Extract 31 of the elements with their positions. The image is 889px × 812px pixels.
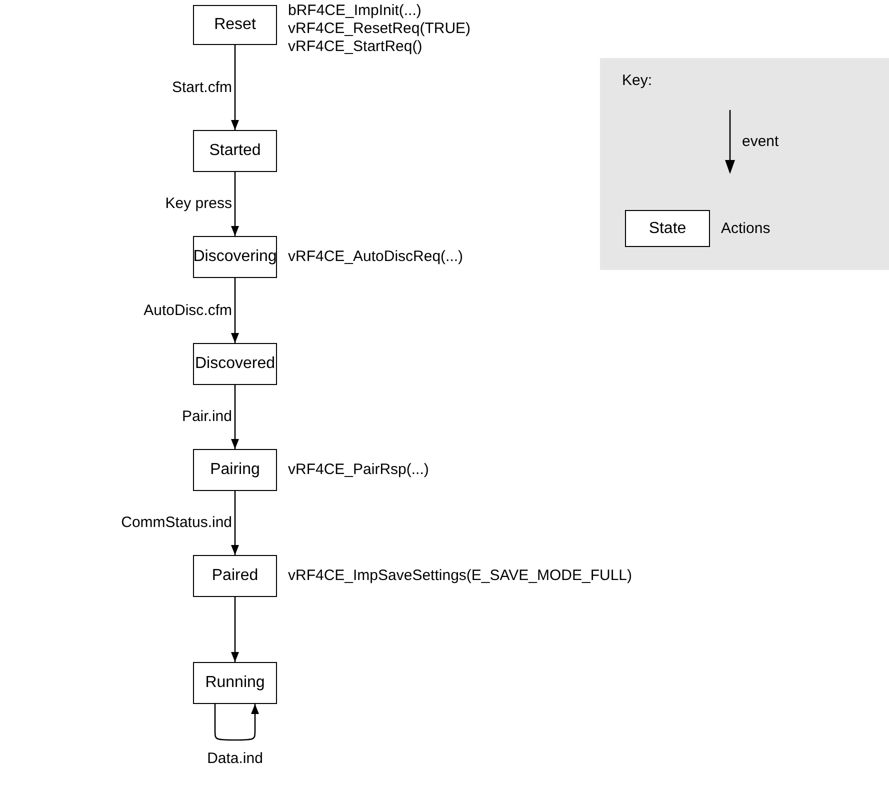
transition-arrow — [231, 491, 239, 555]
key-panel — [600, 58, 889, 270]
action-text: Actions — [721, 220, 770, 238]
event-label: CommStatus.ind — [121, 514, 232, 532]
transition-arrow — [231, 385, 239, 449]
action-text: vRF4CE_PairRsp(...) — [288, 461, 429, 479]
state-box: State — [625, 210, 710, 247]
key-event-text: event — [742, 133, 779, 151]
action-text: bRF4CE_ImpInit(...) — [288, 2, 422, 20]
transition-arrow — [231, 597, 239, 662]
state-box: Reset — [193, 5, 277, 45]
transition-arrow — [231, 278, 239, 343]
event-label: Data.ind — [207, 750, 263, 768]
action-text: vRF4CE_ImpSaveSettings(E_SAVE_MODE_FULL) — [288, 567, 632, 585]
state-box: Started — [193, 130, 277, 172]
state-box: Pairing — [193, 449, 277, 491]
event-label: Pair.ind — [182, 408, 232, 426]
action-text: vRF4CE_AutoDiscReq(...) — [288, 248, 464, 266]
transition-arrow — [214, 704, 259, 741]
event-label: Start.cfm — [172, 78, 232, 96]
action-text: vRF4CE_StartReq() — [288, 38, 422, 56]
state-box: Running — [193, 662, 277, 704]
transition-arrow — [231, 172, 239, 236]
key-heading: Key: — [622, 72, 652, 90]
action-text: vRF4CE_ResetReq(TRUE) — [288, 20, 471, 38]
state-box: Paired — [193, 555, 277, 597]
event-label: AutoDisc.cfm — [144, 302, 232, 320]
transition-arrow — [231, 45, 239, 130]
state-box: Discovering — [193, 236, 277, 278]
event-label: Key press — [165, 195, 232, 213]
state-box: Discovered — [193, 343, 277, 385]
